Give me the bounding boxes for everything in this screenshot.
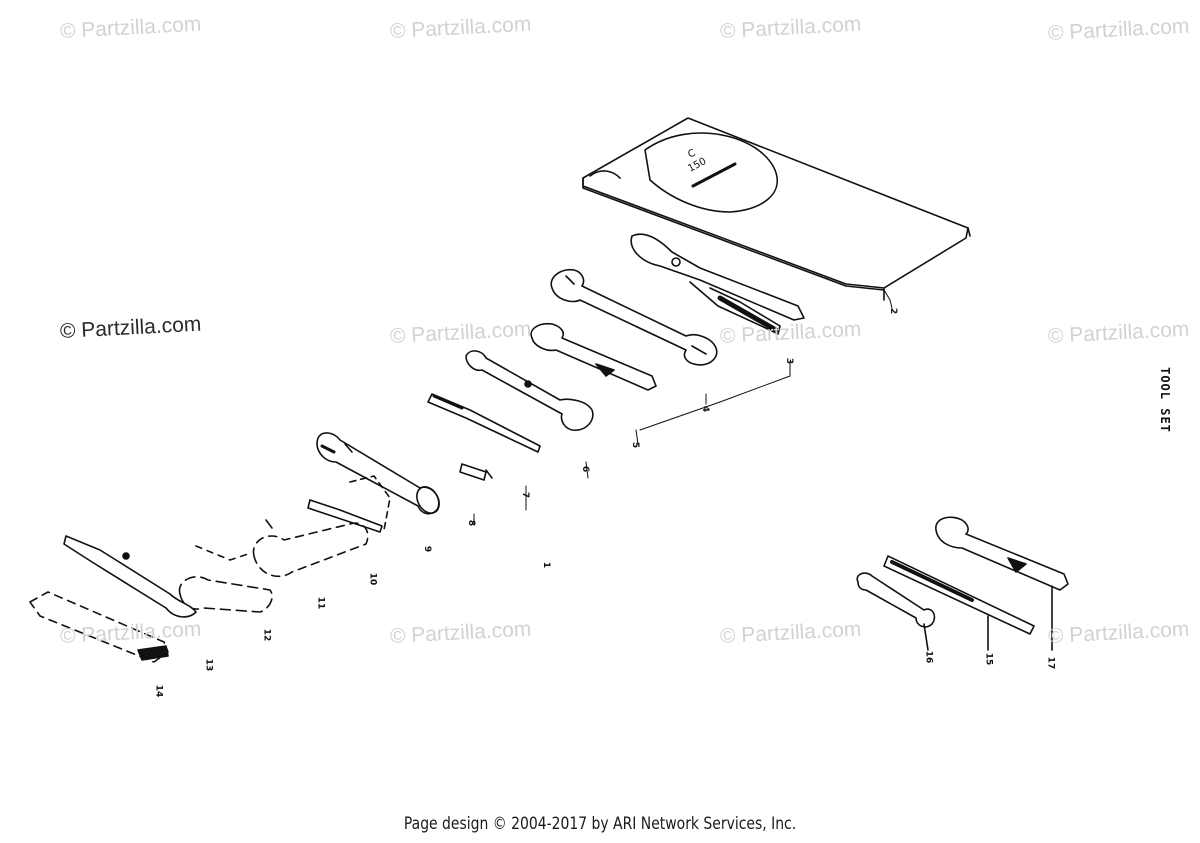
flat-tool [29,591,169,663]
callout-3: 3 [784,357,795,365]
callout-15: 15 [983,652,994,666]
wrench-large [550,268,718,366]
file-tool [883,555,1035,651]
callout-4: 4 [700,405,711,413]
case-letter: C [686,148,697,161]
wrench-small [465,350,594,431]
wrench-medium [530,322,657,391]
wrench-axle [935,516,1069,651]
callout-2: 2 [888,307,899,315]
diagram-title: TOOL SET [1158,367,1172,433]
box-wrench [252,519,369,578]
callout-1: 1 [541,561,552,569]
plug-wrench [307,443,391,533]
tire-lever [63,535,197,618]
callout-16: 16 [923,650,934,664]
callout-6: 6 [580,465,591,473]
pliers [630,233,805,335]
screwdriver-bit [459,463,493,481]
callout-11: 11 [315,596,326,610]
callout-5: 5 [630,441,641,449]
screwdriver [427,393,541,453]
wrench-spoke [856,572,936,651]
callout-10: 10 [367,572,378,586]
callout-9: 9 [422,545,433,553]
callout-13: 13 [203,658,214,672]
handle-bar [316,432,440,515]
callout-14: 14 [153,684,164,698]
callout-12: 12 [261,628,272,642]
callout-7: 7 [520,491,531,499]
spanner [178,545,273,613]
callout-17: 17 [1045,656,1056,670]
tool-case: C 150 [582,117,971,301]
callout-8: 8 [466,519,477,527]
leader-lines [473,289,893,525]
page-footer: Page design © 2004-2017 by ARI Network S… [403,814,797,834]
